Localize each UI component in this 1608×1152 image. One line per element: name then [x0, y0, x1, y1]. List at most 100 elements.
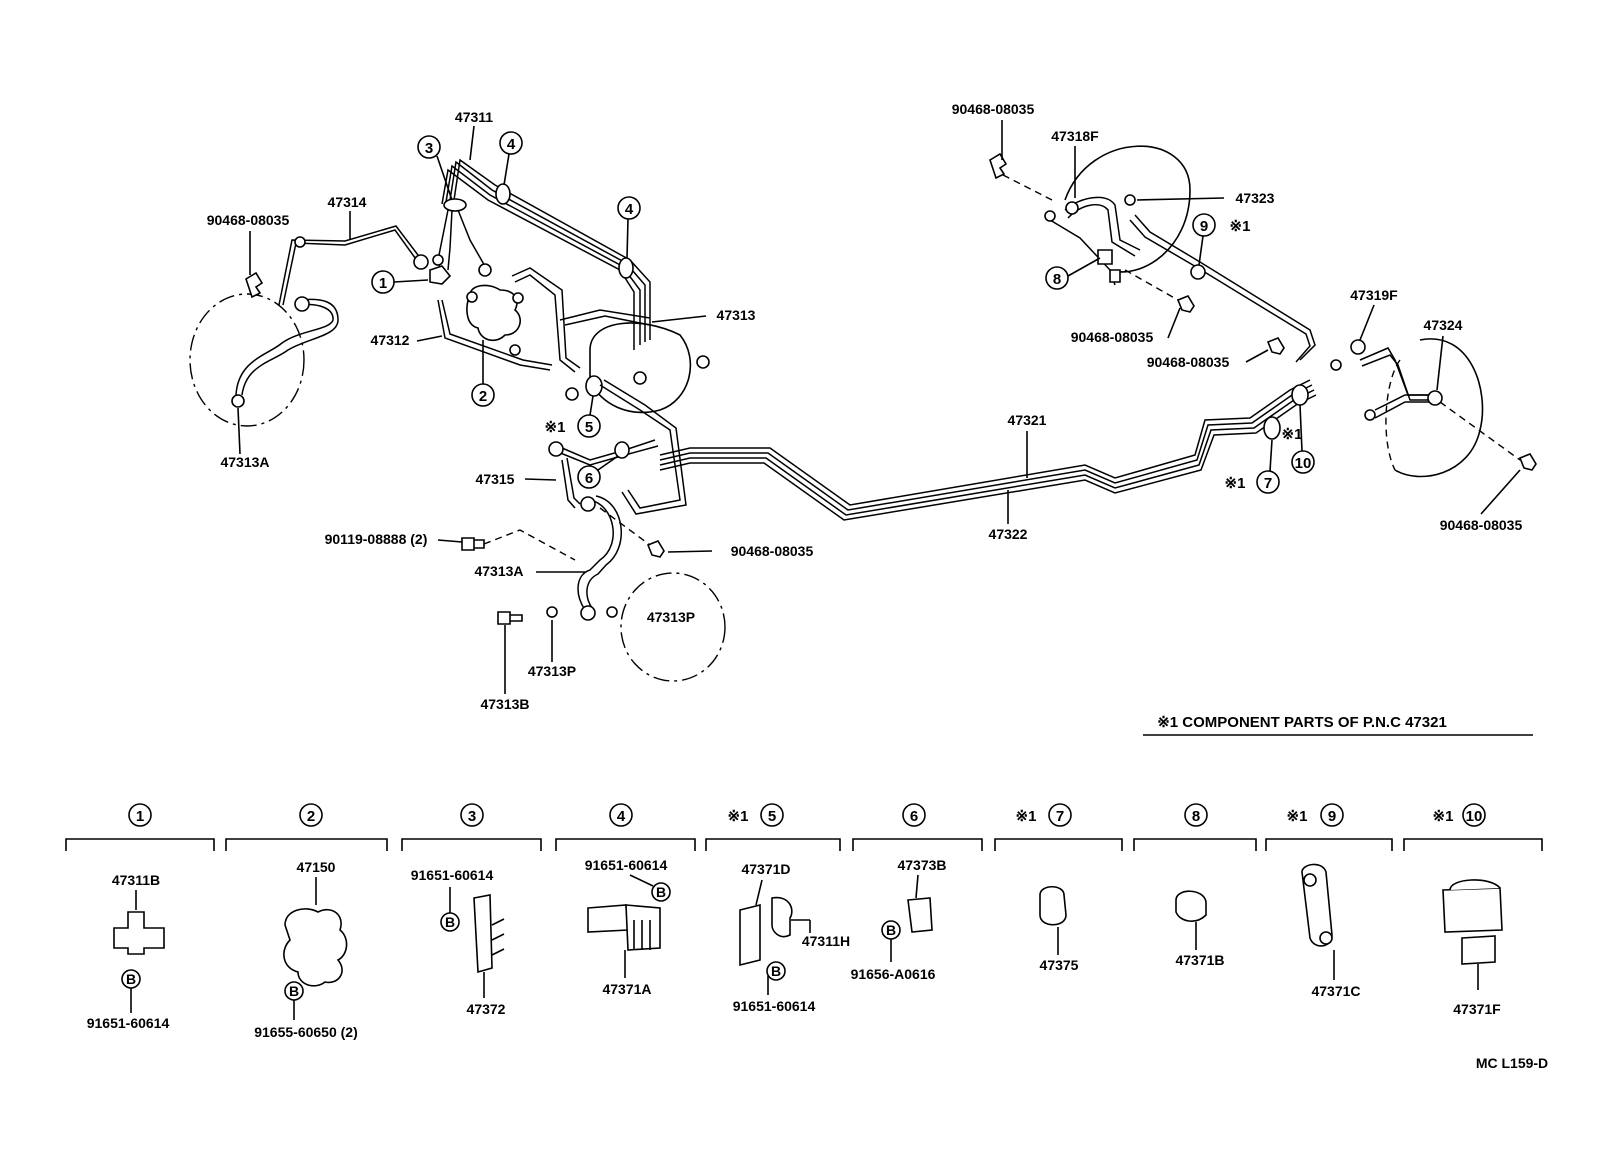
hose-47313A-center [577, 499, 614, 611]
pipe-47313 [514, 274, 576, 373]
left-caliper-bolt [231, 394, 245, 408]
right-lower-disc [1394, 338, 1484, 478]
clip-90468-mid2 [1266, 337, 1285, 355]
callout-markers: 1 2 3 4 4 5 ※1 [371, 131, 1315, 494]
label-47322: 47322 [989, 526, 1028, 542]
svg-text:4: 4 [625, 201, 634, 218]
label-47314: 47314 [328, 194, 367, 210]
svg-text:3: 3 [468, 808, 476, 825]
callout-5-marker: 5 ※1 [545, 395, 601, 438]
clamp-7 [1263, 416, 1281, 440]
callout-9-marker: 9 ※1 [1192, 213, 1250, 266]
label-47315: 47315 [476, 471, 515, 487]
svg-text:3: 3 [425, 140, 433, 157]
callout-10-marker: 10 ※1 [1282, 404, 1315, 474]
group-2: 2 47150 B 91655-60650 (2) [225, 803, 388, 1040]
clamp-5 [585, 375, 603, 397]
part-91655-60650: 91655-60650 (2) [254, 1024, 358, 1040]
left-rear-disc [620, 572, 726, 682]
svg-text:9: 9 [1200, 218, 1208, 235]
label-47313A-left: 47313A [220, 454, 269, 470]
label-47313B: 47313B [480, 696, 529, 712]
left-front-disc [189, 293, 305, 427]
svg-text:10: 10 [1466, 808, 1483, 825]
group-9: 9 ※1 47371C [1265, 803, 1393, 999]
svg-text:※1: ※1 [1287, 808, 1308, 825]
label-90468-tr: 90468-08035 [952, 101, 1035, 117]
group-10: 10 ※1 47371F [1403, 803, 1543, 1017]
part-91656-A0616: 91656-A0616 [851, 966, 936, 982]
svg-text:5: 5 [768, 808, 776, 825]
svg-text:※1: ※1 [545, 419, 566, 436]
part-91651-60614-g5: 91651-60614 [733, 998, 816, 1014]
part-47373B: 47373B [897, 857, 946, 873]
drawing-code: MC L159-D [1476, 1055, 1548, 1071]
part-47311B: 47311B [112, 872, 160, 888]
svg-text:9: 9 [1328, 808, 1336, 825]
clamp-9 [1190, 264, 1206, 280]
callout-4b-marker: 4 [617, 196, 641, 259]
component-groups: 1 47311B B 91651-60614 2 47150 B 91655-6… [65, 803, 1543, 1040]
svg-text:8: 8 [1192, 808, 1200, 825]
master-cylinder-area [429, 158, 710, 515]
svg-text:1: 1 [379, 275, 387, 292]
svg-text:※1: ※1 [1433, 808, 1454, 825]
part-91651-60614-g3: 91651-60614 [411, 867, 494, 883]
clamp-47371F [1442, 887, 1503, 933]
clamp-8 [1097, 249, 1113, 265]
svg-text:7: 7 [1264, 475, 1272, 492]
part-47372: 47372 [467, 1001, 506, 1017]
callout-4a-marker: 4 [499, 131, 523, 186]
right-lower-assembly [1330, 338, 1537, 478]
svg-text:2: 2 [479, 388, 487, 405]
label-90468-mid2: 90468-08035 [1147, 354, 1230, 370]
brake-booster [589, 322, 692, 414]
label-90468-mid: 90468-08035 [1071, 329, 1154, 345]
label-47313A-center: 47313A [474, 563, 523, 579]
label-90468-center: 90468-08035 [731, 543, 814, 559]
label-47311: 47311 [455, 109, 493, 125]
svg-text:10: 10 [1295, 455, 1312, 472]
part-91651-60614-g4: 91651-60614 [585, 857, 668, 873]
svg-text:1: 1 [136, 808, 144, 825]
callout-8-marker: 8 [1045, 257, 1101, 290]
label-47313P-right: 47313P [647, 609, 695, 625]
clamp-47371A [587, 904, 629, 933]
clamp-4-top [495, 183, 511, 205]
clamp-47373B [907, 897, 933, 933]
clip-47311H [771, 896, 793, 938]
label-47323: 47323 [1236, 190, 1275, 206]
svg-text:B: B [886, 922, 896, 938]
component-note: ※1 COMPONENT PARTS OF P.N.C 47321 [1143, 714, 1533, 736]
part-47150: 47150 [297, 859, 336, 875]
svg-text:2: 2 [307, 808, 315, 825]
callout-3-marker: 3 [417, 135, 453, 201]
svg-text:4: 4 [617, 808, 626, 825]
group-4: 4 91651-60614 B 47371A [555, 803, 696, 997]
clamp-4-right [618, 257, 634, 279]
left-brake-assembly [189, 225, 429, 427]
part-47371B: 47371B [1175, 952, 1224, 968]
group-3: 3 91651-60614 B 47372 [401, 803, 542, 1017]
clamp-47372 [473, 894, 493, 974]
clamp-47371D [739, 903, 761, 967]
right-upper-disc [1064, 145, 1191, 273]
main-brake-lines [659, 379, 1317, 521]
svg-text:5: 5 [585, 419, 593, 436]
pipe-47314 [282, 229, 419, 306]
part-47371D: 47371D [741, 861, 790, 877]
clip-90468-bottom-right [1518, 453, 1537, 471]
group-8: 8 47371B [1133, 803, 1257, 968]
label-47312: 47312 [371, 332, 410, 348]
part-47371F: 47371F [1453, 1001, 1501, 1017]
svg-text:8: 8 [1053, 271, 1061, 288]
label-47313: 47313 [717, 307, 756, 323]
clip-90468-left [245, 271, 264, 299]
bolt-90119 [461, 537, 485, 551]
label-47324: 47324 [1424, 317, 1463, 333]
svg-text:※1: ※1 [1282, 426, 1303, 443]
svg-text:6: 6 [910, 808, 918, 825]
valve-47150 [283, 908, 348, 987]
callout-7-marker: 7 ※1 [1225, 439, 1280, 494]
svg-text:B: B [771, 963, 781, 979]
